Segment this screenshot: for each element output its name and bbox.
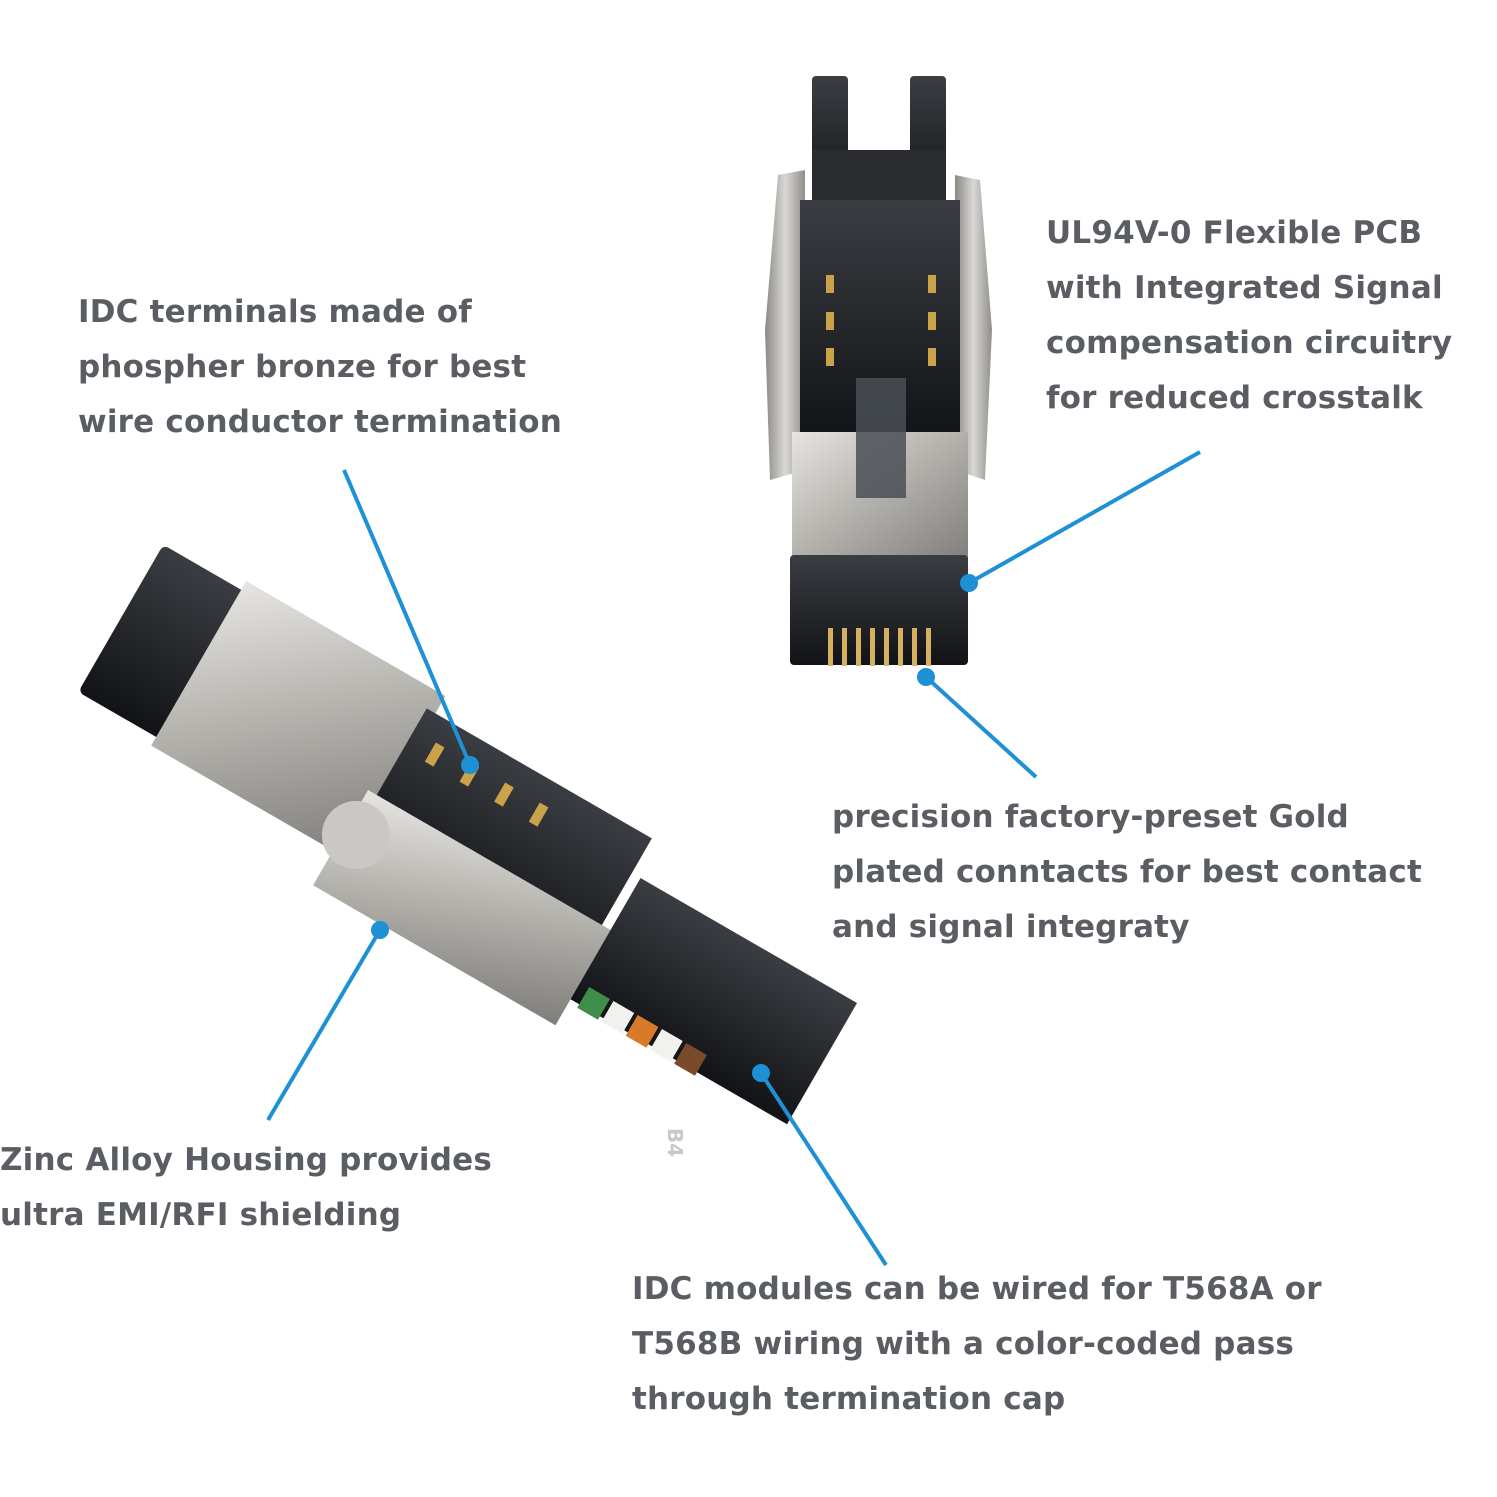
angled-plug-shield: [151, 581, 446, 861]
callout-line: phospher bronze for best: [78, 349, 527, 385]
leader-lines: [266, 450, 1201, 1267]
callout-zinc-housing: Zinc Alloy Housing provides ultra EMI/RF…: [0, 1133, 492, 1243]
callout-idc-terminals: IDC terminals made of phospher bronze fo…: [78, 285, 562, 450]
callout-gold-contacts: precision factory-preset Gold plated con…: [832, 790, 1422, 955]
callout-line: wire conductor termination: [78, 404, 563, 440]
leader-gold: [924, 675, 1038, 779]
color-code-strip: [577, 986, 707, 1076]
leader-zinc-dot: [371, 921, 389, 939]
callout-line: and signal integraty: [832, 909, 1190, 945]
callout-line: with Integrated Signal: [1046, 270, 1443, 306]
callout-idc-modules: IDC modules can be wired for T568A or T5…: [632, 1262, 1322, 1427]
callout-line: Zinc Alloy Housing provides: [0, 1142, 492, 1178]
leader-modules-dot: [752, 1064, 770, 1082]
angled-connector: [80, 546, 858, 1125]
callout-line: IDC terminals made of: [78, 294, 472, 330]
housing-pivot: [321, 800, 390, 869]
upright-idc-slots: [826, 275, 936, 366]
leader-modules: [759, 1071, 888, 1267]
callout-flexible-pcb: UL94V-0 Flexible PCB with Integrated Sig…: [1046, 206, 1452, 426]
upright-clear-tab: [856, 378, 906, 498]
callout-line: UL94V-0 Flexible PCB: [1046, 215, 1423, 251]
side-shield-left: [765, 170, 805, 480]
callout-line: T568B wiring with a color-coded pass: [632, 1326, 1294, 1362]
callout-line: precision factory-preset Gold: [832, 799, 1349, 835]
zinc-alloy-housing: [313, 790, 611, 1026]
leader-pcb-dot: [960, 574, 978, 592]
callout-line: IDC modules can be wired for T568A or: [632, 1271, 1322, 1307]
side-shield-right: [955, 175, 992, 480]
cap-marking: B4: [663, 1128, 687, 1157]
upright-connector: [765, 76, 992, 666]
upright-plug-nose: [790, 555, 968, 665]
callout-line: compensation circuitry: [1046, 325, 1453, 361]
termination-cap: [570, 878, 858, 1125]
callout-line: plated conntacts for best contact: [832, 854, 1422, 890]
callout-line: ultra EMI/RFI shielding: [0, 1197, 402, 1233]
leader-zinc: [266, 928, 382, 1122]
callout-line: for reduced crosstalk: [1046, 380, 1423, 416]
callout-line: through termination cap: [632, 1381, 1066, 1417]
gold-contacts: [828, 628, 931, 666]
leader-idc-terminals-dot: [461, 756, 479, 774]
leader-idc-terminals: [342, 469, 472, 766]
leader-pcb: [968, 450, 1201, 585]
leader-gold-dot: [917, 668, 935, 686]
